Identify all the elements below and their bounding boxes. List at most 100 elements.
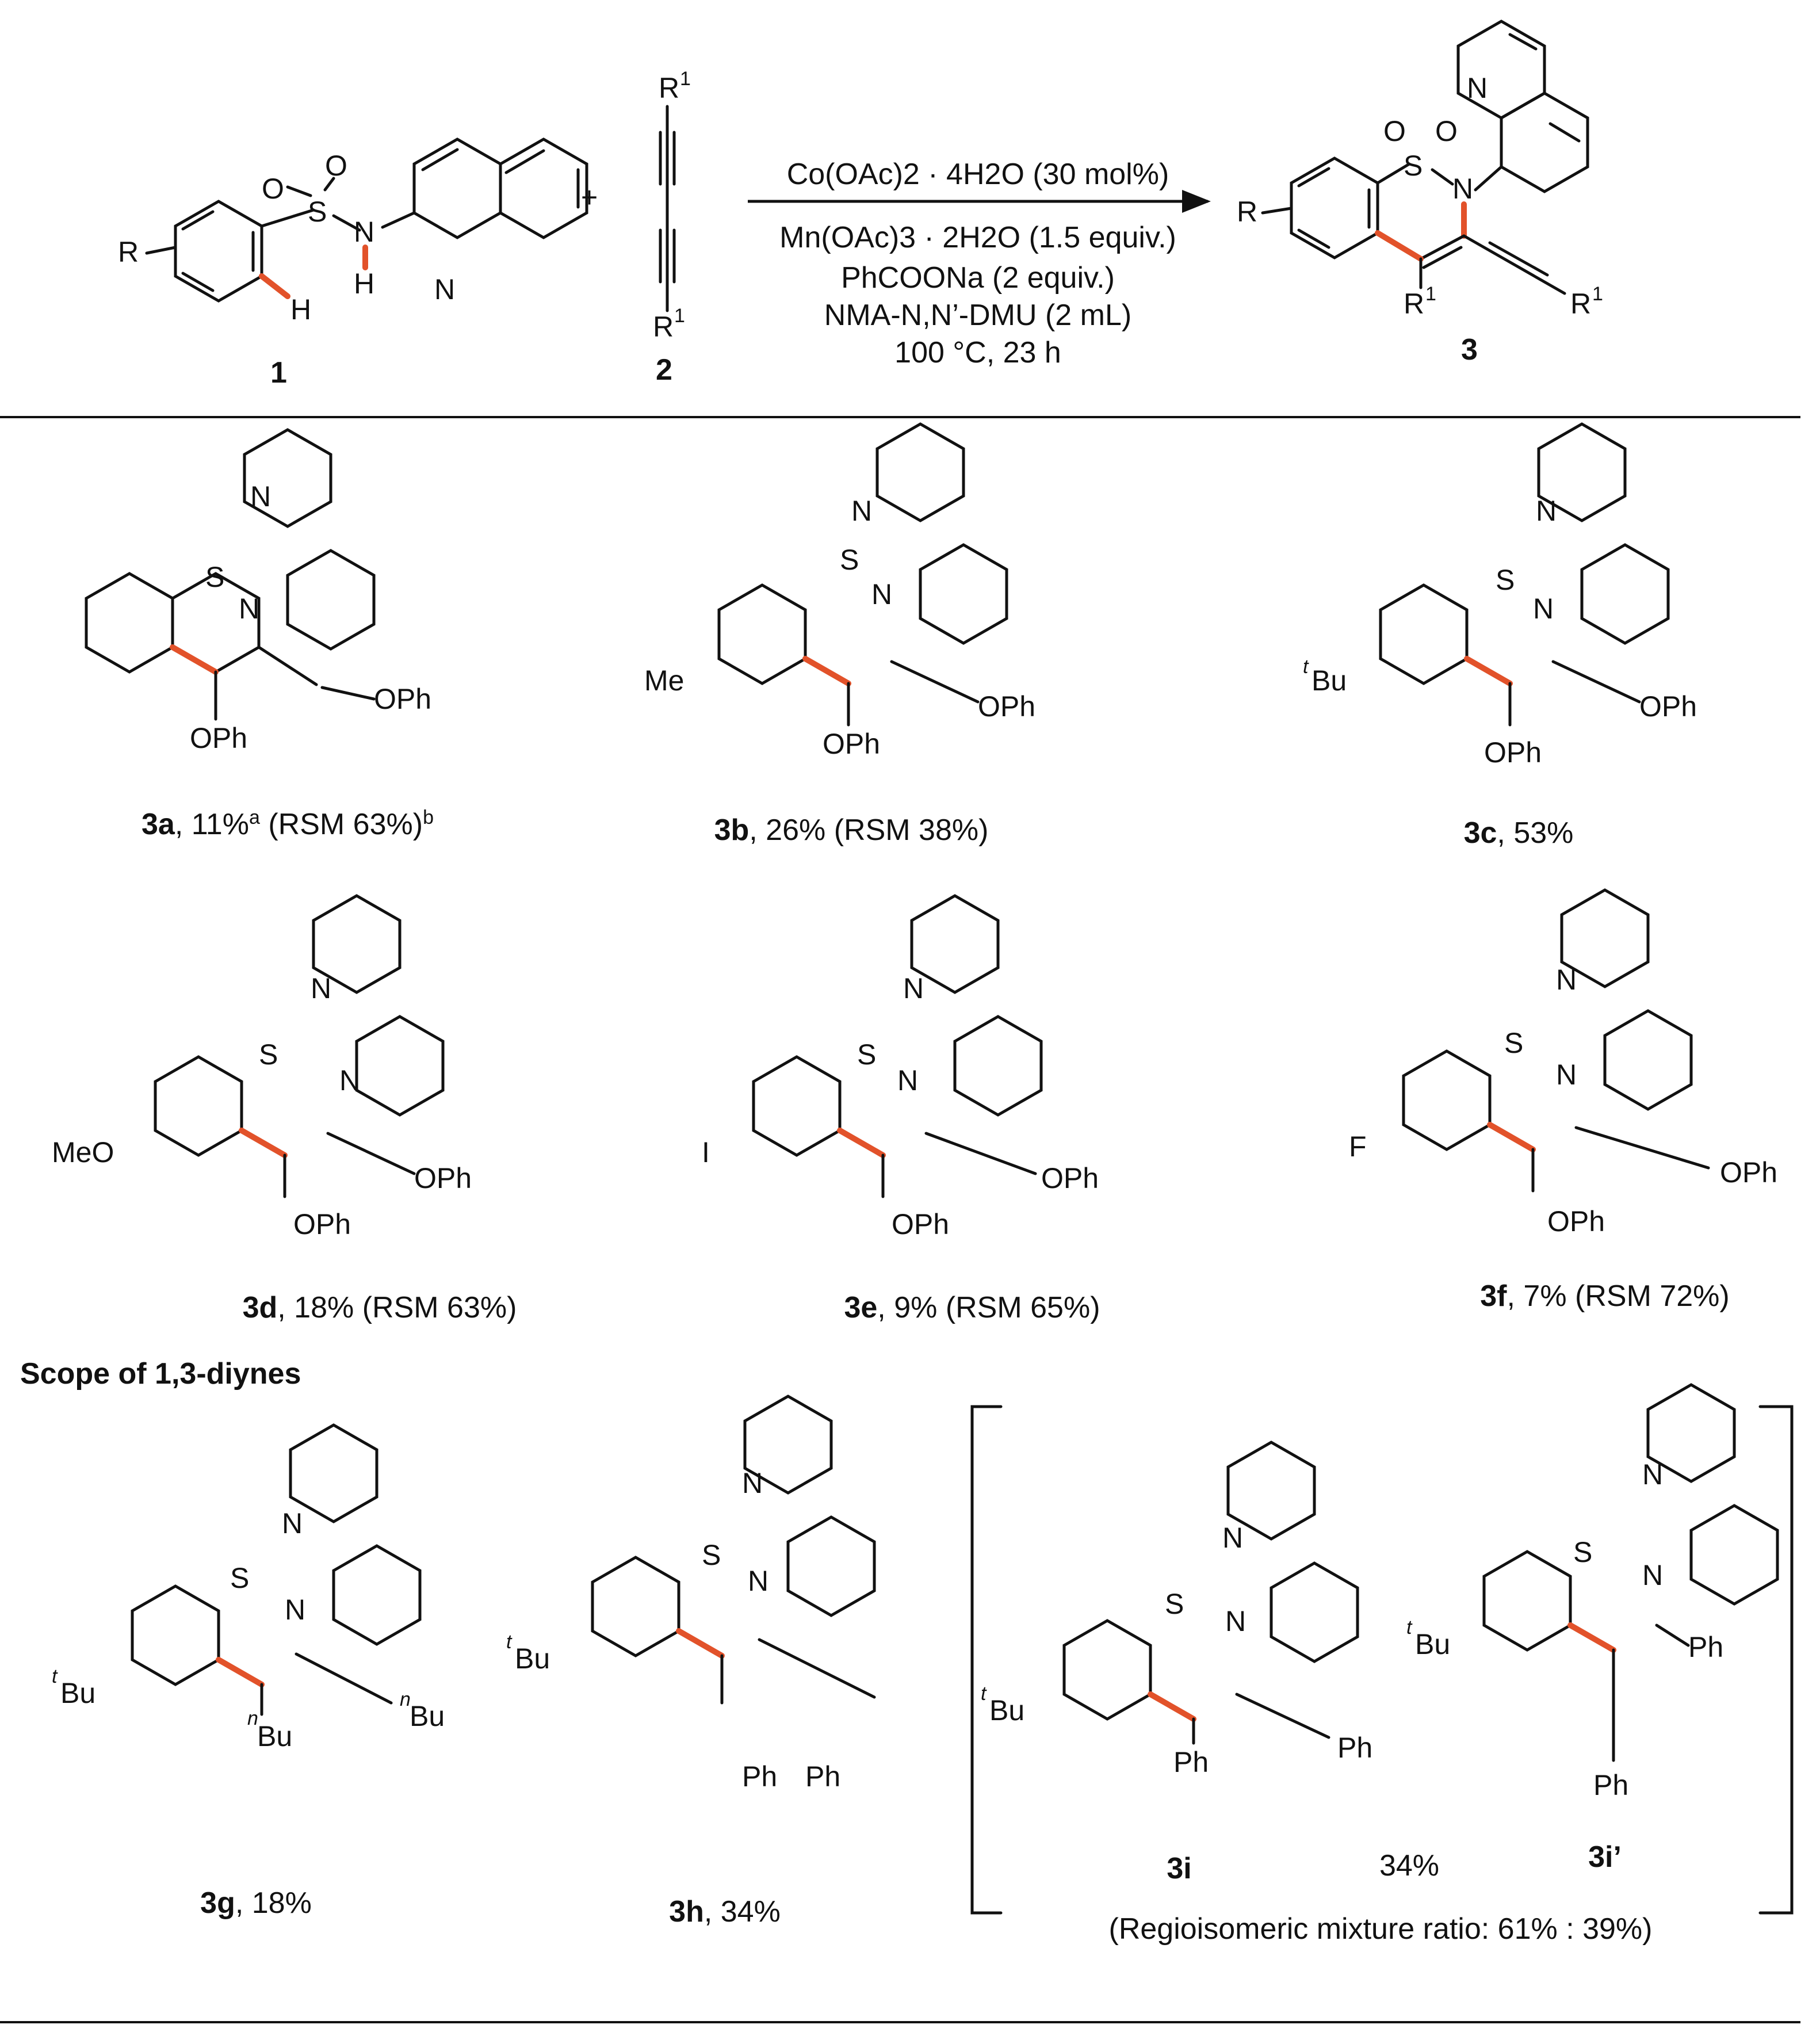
- condition-oxidant: Mn(OAc)3 · 2H2O (1.5 equiv.): [779, 221, 1176, 254]
- svg-text:Ph: Ph: [1173, 1746, 1209, 1778]
- svg-text:N: N: [250, 480, 271, 513]
- nh-nitrogen: N: [354, 216, 374, 248]
- svg-text:Bu: Bu: [257, 1720, 292, 1752]
- svg-text:Bu: Bu: [60, 1677, 95, 1709]
- svg-text:N: N: [239, 593, 259, 625]
- svg-text:Ph: Ph: [1593, 1769, 1628, 1801]
- condition-catalyst: Co(OAc)2 · 4H2O (30 mol%): [787, 158, 1169, 191]
- svg-text:O: O: [262, 173, 284, 205]
- svg-text:S: S: [1404, 150, 1423, 182]
- product-3-general: R S O O N R 1 R 1 N 3: [1237, 20, 1603, 366]
- svg-text:R: R: [653, 311, 674, 343]
- compound-3a-structure: OPh OPh S N N: [85, 428, 431, 754]
- svg-text:S: S: [840, 544, 859, 576]
- svg-text:OPh: OPh: [823, 728, 880, 760]
- svg-text:N: N: [851, 495, 872, 527]
- svg-text:N: N: [871, 578, 892, 610]
- mixture-ratio: (Regioisomeric mixture ratio: 61% : 39%): [1109, 1912, 1653, 1946]
- compound-3b-structure: OPh OPh Me S N N: [644, 422, 1035, 760]
- svg-text:N: N: [1533, 593, 1554, 625]
- caption-3i-prime: 3i’: [1588, 1840, 1622, 1874]
- section-title: Scope of 1,3-diynes: [20, 1357, 301, 1391]
- caption-3g: 3g, 18%: [200, 1886, 312, 1920]
- caption-3b: 3b, 26% (RSM 38%): [714, 813, 989, 847]
- svg-text:S: S: [1504, 1027, 1523, 1059]
- svg-text:Bu: Bu: [515, 1642, 550, 1675]
- svg-text:OPh: OPh: [414, 1162, 472, 1194]
- svg-text:N: N: [742, 1467, 763, 1499]
- svg-text:N: N: [285, 1594, 305, 1626]
- svg-text:N: N: [897, 1064, 918, 1097]
- svg-text:N: N: [1642, 1559, 1663, 1591]
- svg-text:S: S: [702, 1539, 721, 1571]
- svg-text:N: N: [1222, 1522, 1243, 1554]
- svg-text:R: R: [1237, 196, 1257, 228]
- reactant-2: R 1 R 1 2: [653, 68, 691, 387]
- svg-text:N: N: [1467, 72, 1488, 104]
- condition-temperature: 100 °C, 23 h: [894, 336, 1061, 369]
- svg-text:t: t: [1406, 1617, 1413, 1638]
- sulfur-atom: S: [308, 196, 327, 228]
- svg-text:Ph: Ph: [742, 1760, 777, 1793]
- reactant-1: H R S O O N H N 1: [118, 137, 588, 389]
- reaction-arrow: Co(OAc)2 · 4H2O (30 mol%) Mn(OAc)3 · 2H2…: [748, 158, 1211, 369]
- condition-additive: PhCOONa (2 equiv.): [841, 261, 1115, 295]
- svg-text:Ph: Ph: [1688, 1631, 1723, 1663]
- caption-3i: 3i: [1167, 1852, 1191, 1885]
- ch-hydrogen: H: [290, 293, 311, 326]
- svg-text:I: I: [702, 1136, 710, 1168]
- svg-text:N: N: [1556, 964, 1577, 996]
- caption-3h: 3h, 34%: [669, 1895, 781, 1928]
- svg-text:S: S: [1573, 1536, 1592, 1568]
- svg-text:Bu: Bu: [410, 1700, 445, 1732]
- caption-3a: 3a, 11%a (RSM 63%)b: [142, 807, 434, 841]
- svg-text:OPh: OPh: [1547, 1205, 1605, 1237]
- svg-text:N: N: [434, 273, 455, 305]
- svg-text:S: S: [230, 1562, 249, 1594]
- svg-text:N: N: [311, 972, 331, 1004]
- svg-text:S: S: [259, 1038, 278, 1071]
- svg-text:n: n: [247, 1708, 258, 1729]
- svg-text:OPh: OPh: [1484, 736, 1542, 769]
- svg-text:O: O: [1383, 115, 1406, 147]
- svg-text:Bu: Bu: [989, 1694, 1024, 1726]
- svg-text:N: N: [748, 1565, 768, 1597]
- compound-3d-structure: OPh OPh MeO S N N: [52, 894, 472, 1240]
- svg-text:n: n: [400, 1689, 411, 1710]
- svg-text:t: t: [506, 1631, 513, 1653]
- nh-hydrogen: H: [354, 268, 374, 300]
- svg-text:1: 1: [680, 68, 691, 90]
- svg-text:OPh: OPh: [293, 1208, 351, 1240]
- compound-3h-structure: Ph Ph tBu S N N: [506, 1395, 876, 1793]
- svg-text:Me: Me: [644, 664, 684, 697]
- svg-text:Bu: Bu: [1312, 664, 1347, 697]
- svg-text:OPh: OPh: [1639, 690, 1697, 723]
- compound-2-number: 2: [656, 353, 672, 387]
- svg-text:OPh: OPh: [374, 683, 431, 715]
- caption-3f: 3f, 7% (RSM 72%): [1480, 1279, 1729, 1313]
- svg-text:S: S: [1165, 1588, 1184, 1620]
- caption-3c: 3c, 53%: [1464, 816, 1574, 850]
- svg-text:Ph: Ph: [1337, 1732, 1372, 1764]
- svg-text:F: F: [1349, 1130, 1367, 1163]
- svg-text:S: S: [1496, 564, 1515, 596]
- svg-text:O: O: [325, 150, 347, 182]
- r-group: R: [118, 236, 139, 268]
- svg-text:OPh: OPh: [1041, 1162, 1099, 1194]
- svg-text:Ph: Ph: [805, 1760, 840, 1793]
- compound-3f-structure: OPh OPh F S N N: [1349, 888, 1777, 1237]
- compound-3-number: 3: [1461, 333, 1478, 366]
- svg-text:S: S: [857, 1038, 876, 1071]
- svg-text:N: N: [282, 1507, 303, 1540]
- compound-3e-structure: OPh OPh I S N N: [702, 894, 1099, 1240]
- svg-text:S: S: [205, 561, 224, 593]
- svg-text:OPh: OPh: [190, 722, 247, 754]
- svg-text:O: O: [1435, 115, 1458, 147]
- svg-text:1: 1: [1592, 283, 1603, 305]
- compound-3i-structure: Ph Ph tBu S N N: [981, 1441, 1372, 1778]
- svg-text:t: t: [52, 1666, 58, 1687]
- svg-text:Bu: Bu: [1415, 1628, 1450, 1660]
- svg-text:N: N: [1642, 1458, 1663, 1491]
- svg-text:R: R: [1404, 288, 1424, 320]
